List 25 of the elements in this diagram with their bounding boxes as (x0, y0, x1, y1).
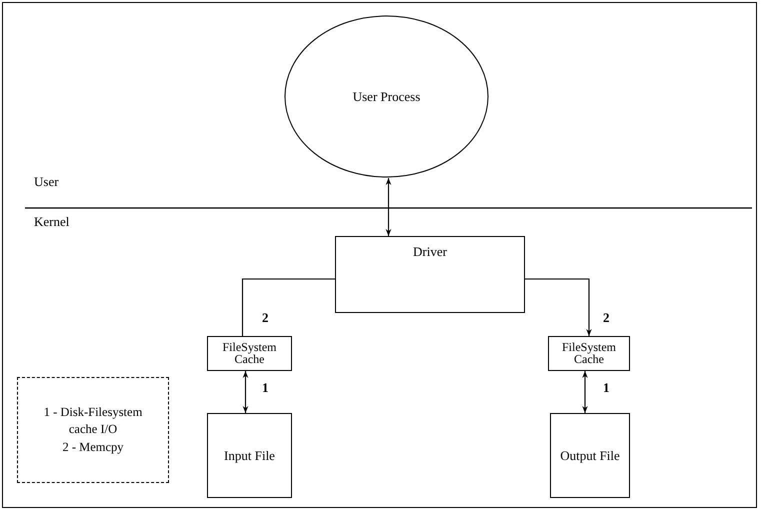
layer-label: Kernel (34, 214, 70, 230)
step-number: 1 (603, 380, 610, 396)
note-box (17, 377, 169, 483)
node-text: FileSystem Cache (560, 342, 617, 365)
step-number: 1 (262, 380, 268, 396)
node-text: Input File (224, 446, 275, 465)
arrow (525, 278, 592, 336)
node-text: Driver (413, 243, 447, 258)
process-ellipse (284, 15, 489, 178)
arrow (386, 178, 392, 236)
node-text: FileSystem Cache (221, 342, 278, 365)
node-text: 1 - Disk-Filesystem cache I/O (42, 404, 144, 438)
process-box (207, 413, 292, 498)
process-box (207, 336, 292, 371)
layer-label: User (34, 174, 59, 190)
step-number: 2 (603, 310, 610, 326)
process-box (335, 236, 525, 313)
node-text: 2 - Memcpy (62, 438, 124, 456)
arrow (242, 371, 248, 413)
process-box (550, 413, 630, 498)
process-box (548, 336, 630, 371)
node-text: Output File (560, 446, 620, 465)
step-number: 2 (262, 310, 268, 326)
node-text: User Process (352, 90, 420, 103)
arrow (582, 371, 588, 413)
